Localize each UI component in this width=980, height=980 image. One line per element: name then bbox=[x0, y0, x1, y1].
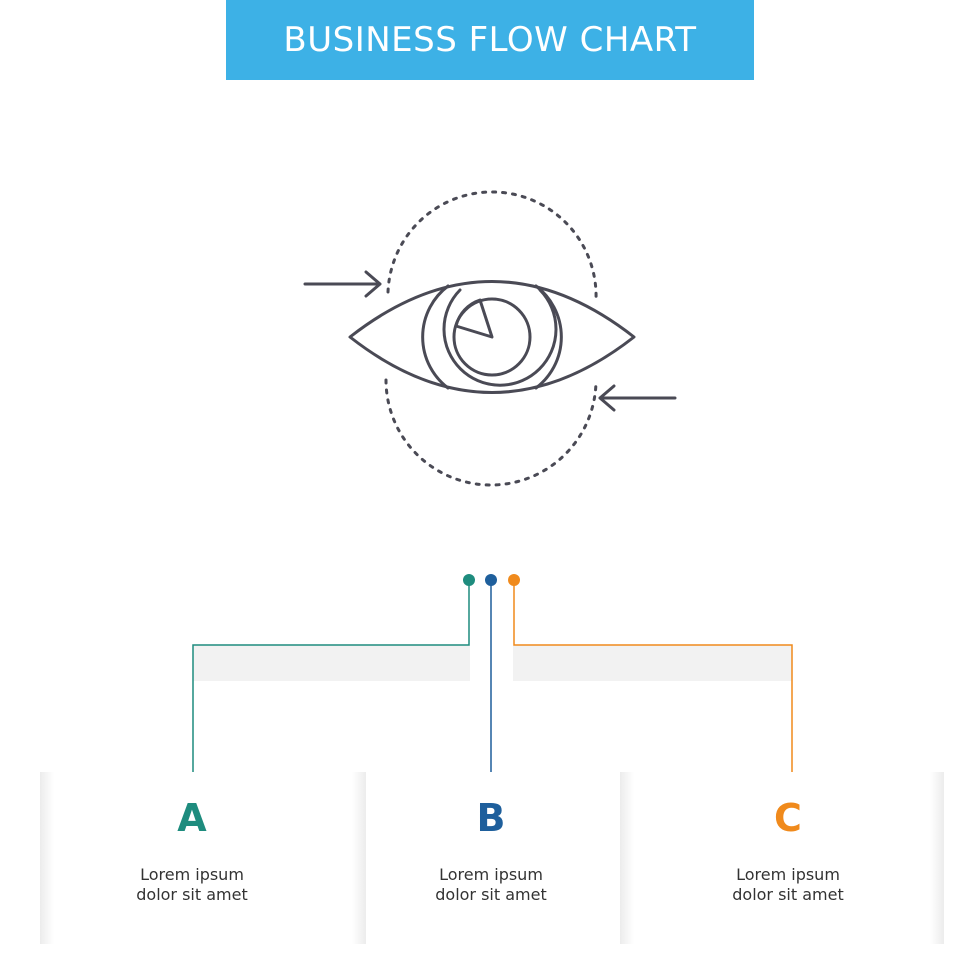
dot-a bbox=[463, 574, 475, 586]
eye-outline-icon bbox=[348, 280, 636, 394]
step-panel-a bbox=[40, 772, 366, 944]
iris-ring-left-icon bbox=[421, 284, 450, 390]
step-text-c-line1: Lorem ipsum bbox=[736, 865, 840, 884]
title-banner: BUSINESS FLOW CHART bbox=[226, 0, 754, 80]
page-title: BUSINESS FLOW CHART bbox=[283, 20, 697, 60]
pie-slice-icon bbox=[454, 298, 494, 339]
dashed-arc-top-icon bbox=[386, 190, 598, 302]
step-text-c-line2: dolor sit amet bbox=[732, 885, 844, 904]
step-panel-c bbox=[620, 772, 944, 944]
iris-ring-icon bbox=[442, 288, 558, 387]
dot-b bbox=[485, 574, 497, 586]
step-letter-a: A bbox=[177, 796, 207, 840]
step-letter-c: C bbox=[774, 796, 802, 840]
connector-c bbox=[513, 580, 793, 780]
connector-a bbox=[192, 580, 470, 780]
step-panel-b bbox=[370, 772, 618, 944]
eye-chart-icon bbox=[303, 190, 677, 487]
step-text-a-line2: dolor sit amet bbox=[136, 885, 248, 904]
step-text-b-line2: dolor sit amet bbox=[435, 885, 547, 904]
step-text-b-line1: Lorem ipsum bbox=[439, 865, 543, 884]
step-text-a-line1: Lorem ipsum bbox=[140, 865, 244, 884]
step-text-b: Lorem ipsum dolor sit amet bbox=[391, 865, 591, 905]
arrow-right-icon bbox=[303, 270, 382, 298]
pupil-circle-icon bbox=[452, 297, 532, 377]
dot-c bbox=[508, 574, 520, 586]
step-text-c: Lorem ipsum dolor sit amet bbox=[688, 865, 888, 905]
step-letter-b: B bbox=[476, 796, 506, 840]
connector-shadow-a bbox=[193, 645, 470, 681]
dashed-arc-bottom-icon bbox=[384, 378, 598, 487]
connector-shadow-c bbox=[513, 645, 792, 681]
iris-ring-right-icon bbox=[534, 284, 563, 390]
step-text-a: Lorem ipsum dolor sit amet bbox=[92, 865, 292, 905]
arrow-left-icon bbox=[598, 384, 677, 412]
